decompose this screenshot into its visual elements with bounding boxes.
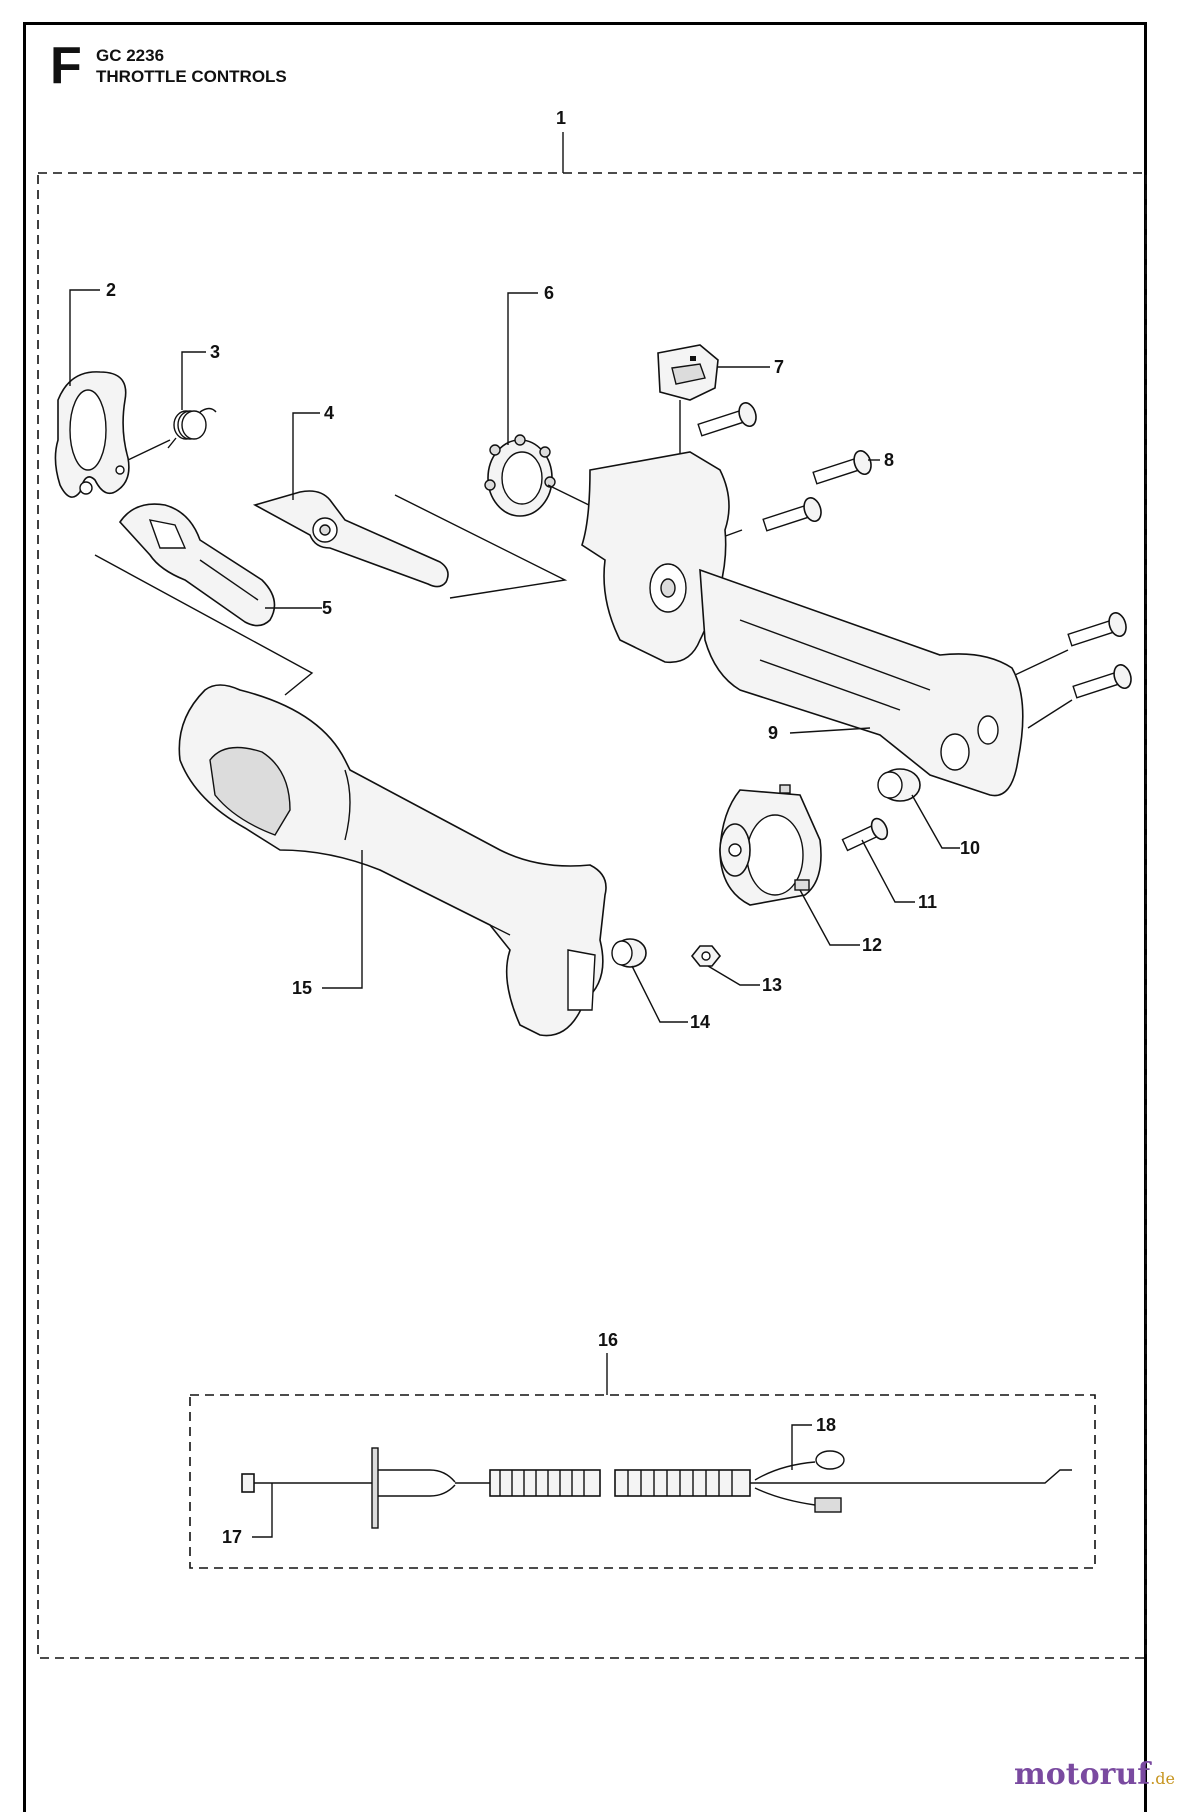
callout-15: 15 (292, 978, 312, 998)
leader-3 (181, 351, 206, 410)
callout-1: 1 (556, 108, 566, 128)
part-16-throttle-cable (241, 1447, 1072, 1529)
part-12-sleeve (719, 784, 822, 906)
callout-10: 10 (960, 838, 980, 858)
part-10-bushing (877, 768, 921, 802)
assembly-line-4 (394, 494, 568, 599)
diagram-title: THROTTLE CONTROLS (96, 67, 287, 86)
leader-11 (861, 839, 915, 903)
cable-group-box (189, 1394, 1096, 1569)
leader-2 (69, 289, 100, 386)
callout-17: 17 (222, 1527, 242, 1547)
assembly-line-6 (547, 484, 596, 509)
leader-13 (707, 965, 760, 986)
watermark-logo: motoruf.de (1014, 1757, 1175, 1792)
callout-6: 6 (544, 283, 554, 303)
part-5-throttle-trigger (118, 503, 276, 627)
callout-2: 2 (106, 280, 116, 300)
part-11-screw (841, 817, 889, 852)
leader-10 (911, 794, 960, 849)
leader-12 (799, 889, 860, 946)
callout-12: 12 (862, 935, 882, 955)
part-2-bracket (54, 371, 130, 498)
model-number: GC 2236 (96, 46, 165, 65)
part-9-handle-housing (581, 451, 1024, 797)
callout-8: 8 (884, 450, 894, 470)
assembly-group-box (37, 172, 1147, 1659)
assembly-line-8c (1027, 699, 1073, 729)
leader-9-link (789, 727, 871, 734)
callout-18: 18 (816, 1415, 836, 1435)
callout-11: 11 (918, 892, 937, 912)
part-14-bushing (611, 938, 647, 968)
callout-16: 16 (598, 1330, 618, 1350)
section-letter: F (50, 37, 82, 95)
leader-6 (507, 292, 538, 445)
callout-7: 7 (774, 357, 784, 377)
callout-14: 14 (690, 1012, 710, 1032)
assembly-line-8b (1014, 649, 1069, 676)
part-4-lever (252, 490, 449, 588)
leader-15 (322, 850, 363, 989)
part-3-spring (167, 407, 217, 449)
watermark-main: motoruf (1014, 1757, 1151, 1792)
leader-18 (791, 1424, 812, 1470)
callout-5: 5 (322, 598, 332, 618)
part-7-stop-switch (657, 344, 719, 401)
part-6-ring-collar (484, 434, 556, 517)
leader-14 (631, 965, 688, 1023)
leader-4 (292, 412, 320, 500)
leader-17 (252, 1483, 273, 1538)
callout-3: 3 (210, 342, 220, 362)
assembly-line-3 (127, 439, 171, 461)
part-15-handle-grip (178, 684, 607, 1037)
callout-13: 13 (762, 975, 782, 995)
callout-9: 9 (768, 723, 778, 743)
watermark-suffix: .de (1150, 1769, 1175, 1788)
part-13-nut (690, 945, 722, 967)
assembly-line-5 (94, 554, 314, 696)
callout-4: 4 (324, 403, 334, 423)
